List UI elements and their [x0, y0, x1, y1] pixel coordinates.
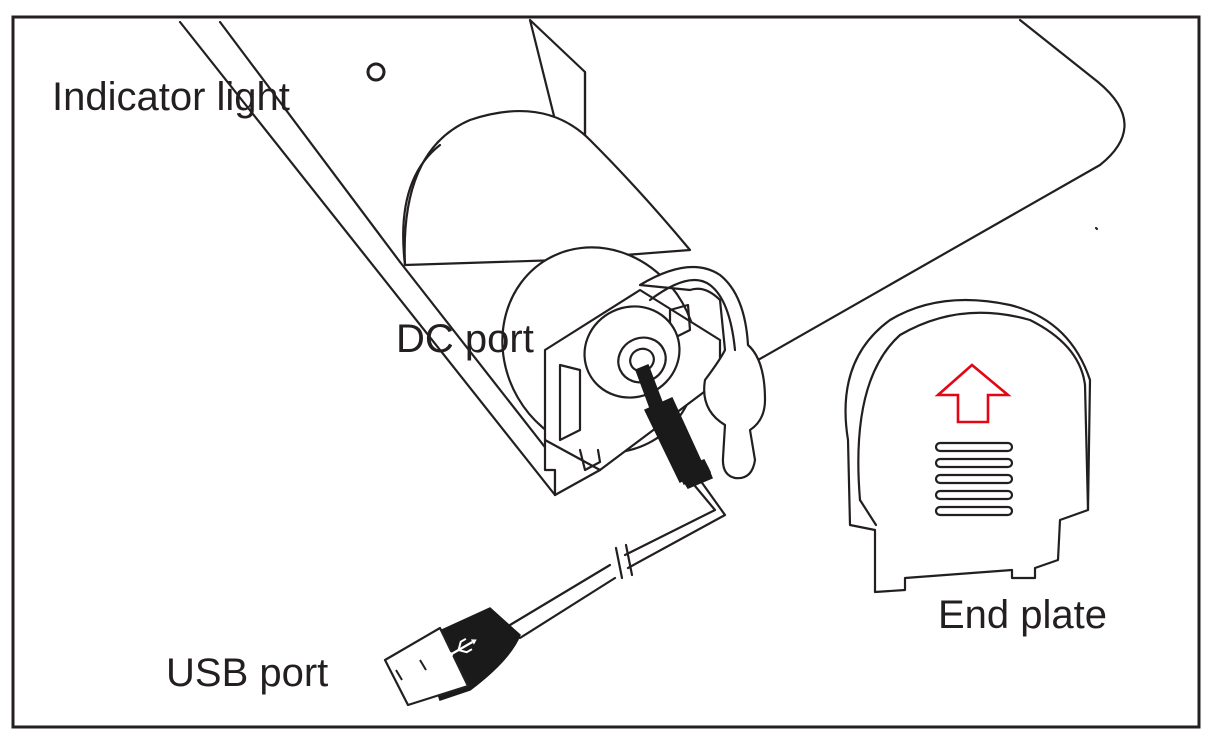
diagram-border — [11, 15, 1201, 729]
up-arrow-icon — [934, 363, 1012, 424]
cable — [508, 364, 727, 640]
usb-port-label: USB port — [166, 651, 328, 695]
usb-plug — [383, 607, 521, 707]
end-plate-label: End plate — [938, 593, 1107, 637]
dc-port-label: DC port — [396, 317, 534, 361]
usb-icon — [446, 637, 477, 658]
indicator-light-label: Indicator light — [52, 75, 290, 119]
grip-lines — [934, 441, 1014, 517]
indicator-light-icon — [366, 62, 386, 82]
lamp-body — [178, 18, 1126, 497]
end-plate — [844, 298, 1092, 594]
